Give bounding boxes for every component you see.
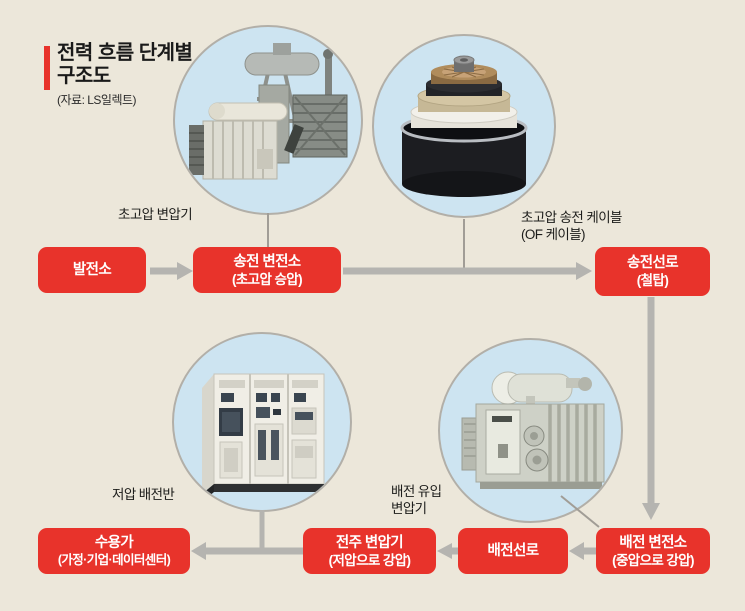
page-title-line2: 구조도 bbox=[57, 65, 111, 87]
page-title-line1: 전력 흐름 단계별 bbox=[57, 42, 193, 64]
node-distribution-substation: 배전 변전소 (중압으로 강압) bbox=[596, 528, 710, 574]
node-sublabel: (가정·기업·데이터센터) bbox=[57, 552, 171, 567]
distribution-transformer-label-line1: 배전 유입 bbox=[391, 484, 442, 499]
node-label: 배전 변전소 bbox=[619, 534, 687, 551]
node-transmission-line: 송전선로 (철탑) bbox=[595, 247, 710, 296]
node-transmission-substation: 송전 변전소 (초고압 승압) bbox=[193, 247, 341, 293]
lv-switchboard-label: 저압 배전반 bbox=[112, 487, 175, 502]
node-label: 발전소 bbox=[72, 262, 112, 278]
of-cable-illustration bbox=[400, 55, 528, 197]
distribution-transformer-label-line2: 변압기 bbox=[391, 501, 427, 516]
node-label: 송전 변전소 bbox=[233, 253, 301, 270]
node-sublabel: (중압으로 강압) bbox=[612, 552, 694, 568]
lv-switchboard-illustration bbox=[202, 373, 325, 502]
node-pole-transformer: 전주 변압기 (저압으로 강압) bbox=[303, 528, 436, 574]
distribution-transformer-photo bbox=[438, 338, 623, 523]
arrow-right-icon bbox=[150, 262, 193, 280]
uhv-transformer-illustration bbox=[189, 43, 348, 180]
title-block: 전력 흐름 단계별 구조도 (자료: LS일렉트) bbox=[44, 42, 193, 108]
of-cable-label: 초고압 송전 케이블 (OF 케이블) bbox=[521, 209, 622, 243]
node-label: 송전선로 bbox=[627, 255, 679, 271]
node-power-plant: 발전소 bbox=[38, 247, 146, 293]
node-distribution-line: 배전선로 bbox=[458, 528, 568, 574]
title-accent-bar bbox=[44, 46, 50, 90]
of-cable-label-line2: (OF 케이블) bbox=[521, 227, 586, 242]
node-label: 전주 변압기 bbox=[335, 534, 404, 551]
source-note: (자료: LS일렉트) bbox=[57, 93, 137, 107]
distribution-transformer-illustration bbox=[461, 371, 605, 489]
distribution-transformer-label: 배전 유입 변압기 bbox=[391, 483, 442, 517]
page-title: 전력 흐름 단계별 구조도 bbox=[57, 42, 193, 88]
uhv-transformer-label: 초고압 변압기 bbox=[118, 207, 193, 222]
arrow-left-icon bbox=[437, 543, 458, 559]
arrow-down-icon bbox=[642, 297, 660, 520]
node-sublabel: (초고압 승압) bbox=[231, 271, 303, 287]
of-cable-label-line1: 초고압 송전 케이블 bbox=[521, 210, 622, 225]
node-label: 수용가 bbox=[94, 534, 134, 551]
arrow-left-icon bbox=[569, 542, 596, 560]
node-consumer: 수용가 (가정·기업·데이터센터) bbox=[38, 528, 190, 574]
node-label: 배전선로 bbox=[487, 543, 540, 559]
node-sublabel: (저압으로 강압) bbox=[328, 552, 411, 568]
lv-switchboard-photo bbox=[172, 332, 352, 512]
arrow-left-icon bbox=[191, 542, 303, 560]
of-cable-photo bbox=[372, 34, 556, 218]
uhv-transformer-photo bbox=[173, 25, 363, 215]
arrow-right-icon bbox=[343, 262, 592, 280]
node-sublabel: (철탑) bbox=[636, 273, 669, 288]
